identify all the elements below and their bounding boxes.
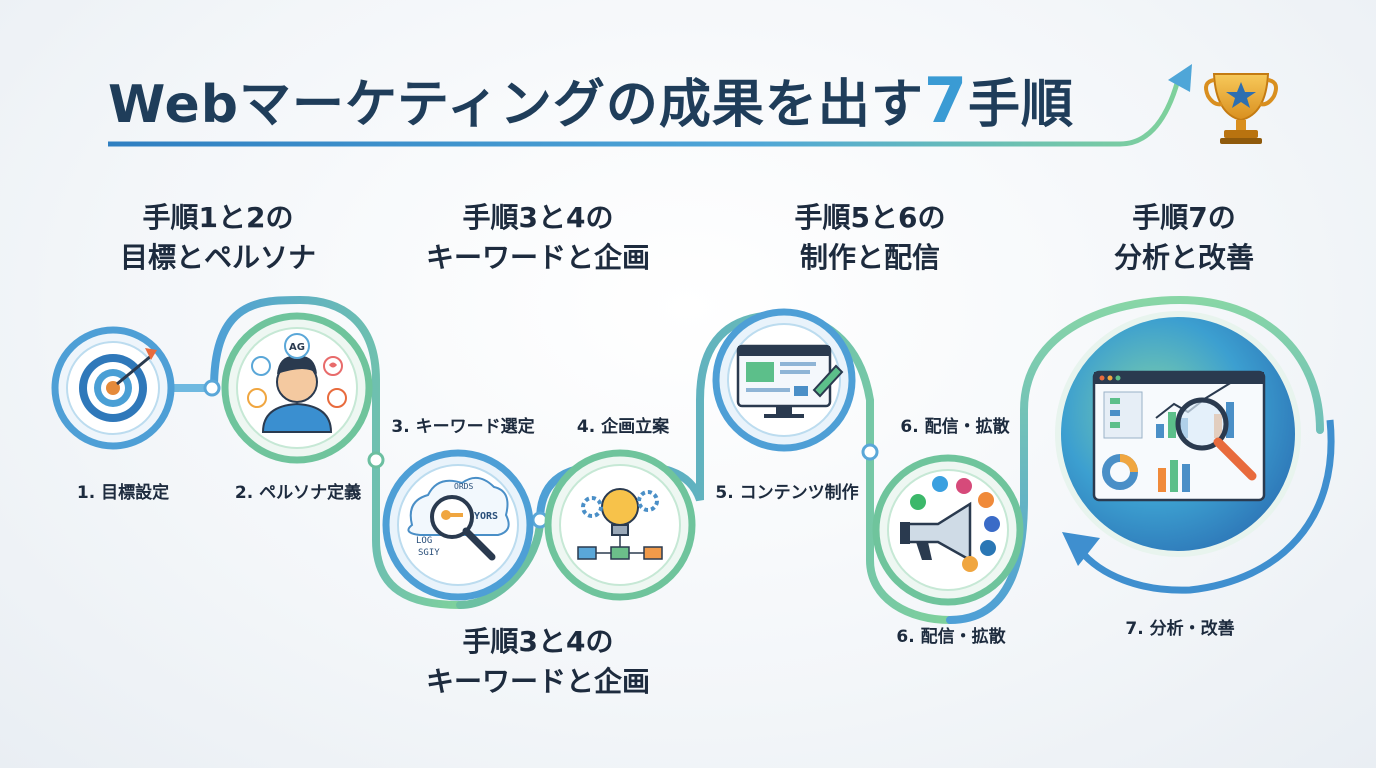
group-5-line2: キーワードと企画: [425, 665, 650, 698]
step-2-circle: AG: [221, 312, 373, 464]
target-icon: [79, 348, 157, 422]
persona-icon: [247, 333, 347, 433]
group-title-3: 手順5と6の 制作と配信: [750, 198, 990, 278]
group-2-line2: キーワードと企画: [425, 241, 650, 274]
step-label-4: 4. 企画立案: [576, 417, 670, 437]
megaphone-icon: [900, 476, 1000, 572]
title-underline: [108, 79, 1181, 147]
cycle-arrow-icon: [1062, 419, 1335, 594]
path-dots: [203, 379, 879, 529]
title-text: Webマーケティングの成果を出す: [108, 75, 924, 135]
title-number: 7: [923, 64, 968, 137]
content-editor-icon: [736, 344, 844, 418]
group-3-line2: 制作と配信: [799, 241, 940, 274]
step-label-1: 1. 目標設定: [76, 483, 170, 503]
group-4-line2: 分析と改善: [1113, 241, 1254, 274]
cloud-word-2: LOG: [416, 536, 432, 546]
keyword-search-icon: [407, 476, 510, 561]
step-label-2: 2. ペルソナ定義: [234, 483, 362, 503]
analytics-icon: [1092, 370, 1266, 502]
cloud-word-3: SGIY: [418, 548, 440, 558]
cloud-word-1: YORS: [474, 511, 498, 522]
step-label-3: 3. キーワード選定: [391, 417, 535, 437]
step-1-circle: [51, 326, 175, 450]
step-label-5: 5. コンテンツ制作: [715, 483, 859, 503]
step-7-circle: [1055, 311, 1301, 557]
group-4-line1: 手順7の: [1132, 201, 1236, 234]
idea-bulb-icon: [577, 488, 663, 560]
page-title: Webマーケティングの成果を出す7手順: [108, 62, 1208, 142]
group-2-line1: 手順3と4の: [462, 201, 614, 234]
step-3-circle: YORS LOG SGIY ORDS: [382, 449, 534, 601]
cloud-word-0: ORDS: [454, 482, 473, 491]
group-title-1: 手順1と2の 目標とペルソナ: [88, 198, 348, 278]
group-1-line1: 手順1と2の: [142, 201, 294, 234]
trophy-icon: [1204, 73, 1278, 144]
step-label-6a: 6. 配信・拡散: [900, 417, 1010, 437]
group-3-line1: 手順5と6の: [794, 201, 946, 234]
step-6-circle: [872, 454, 1024, 606]
title-suffix: 手順: [967, 75, 1074, 135]
step-4-circle: [544, 449, 696, 601]
step-label-6b: 6. 配信・拡散: [896, 627, 1006, 647]
group-title-2: 手順3と4の キーワードと企画: [398, 198, 678, 278]
persona-badge: AG: [289, 342, 305, 353]
step-label-7: 7. 分析・改善: [1125, 619, 1235, 639]
group-title-5: 手順3と4の キーワードと企画: [398, 622, 678, 702]
group-1-line2: 目標とペルソナ: [119, 241, 316, 274]
trend-arrow-icon: [1168, 64, 1192, 92]
step-5-circle: [712, 308, 856, 452]
group-5-line1: 手順3と4の: [462, 625, 614, 658]
group-title-4: 手順7の 分析と改善: [1064, 198, 1304, 278]
